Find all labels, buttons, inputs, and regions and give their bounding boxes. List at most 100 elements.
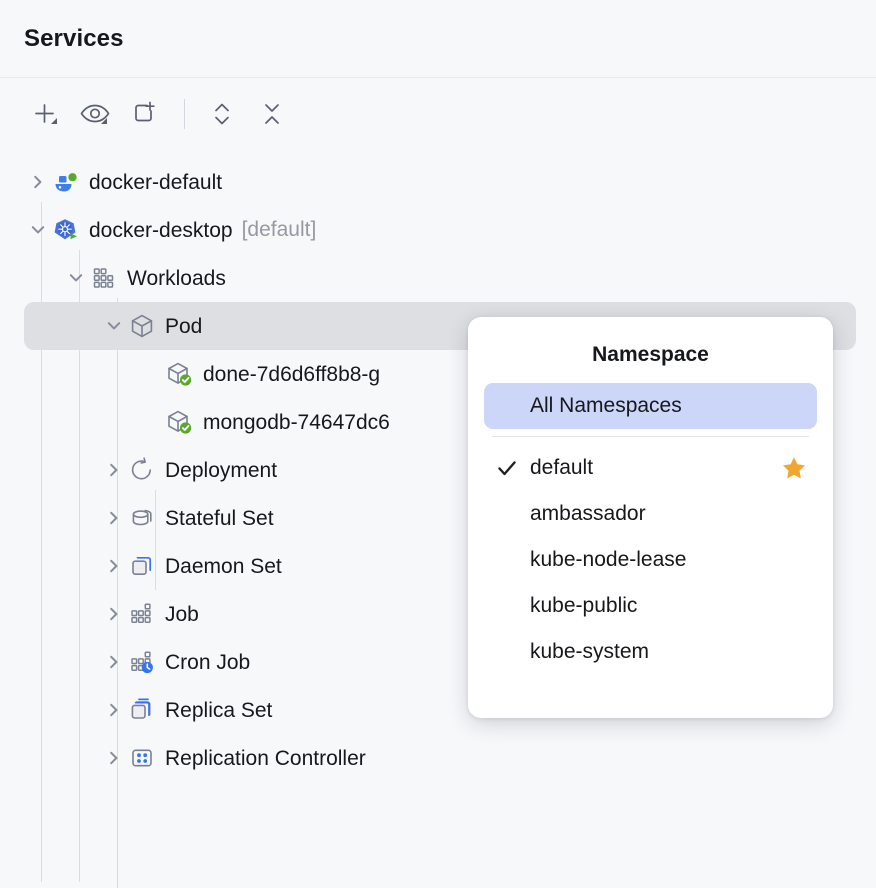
tree-row[interactable]: docker-desktop [default] [0,206,876,254]
chevron-right-icon [34,175,42,189]
namespace-menu-item[interactable]: ambassador [484,491,817,537]
toolbar-separator [184,99,185,129]
replication-controller-icon [128,744,156,772]
indent-guide [41,202,42,882]
tree-row[interactable]: docker-default [0,158,876,206]
namespace-menu-item[interactable]: kube-public [484,583,817,629]
tree-row-label: Stateful Set [165,506,274,530]
chevron-right-icon [110,703,118,717]
tree-row-label: done-7d6d6ff8b8-g [203,362,381,386]
pod-running-icon [166,360,194,388]
tree-twisty [138,398,166,446]
tree-row-label: docker-default [89,170,223,194]
chevron-down-icon [69,274,83,282]
chevron-right-icon [110,511,118,525]
tree-row-label: mongodb-74647dc6 [203,410,390,434]
collapse-all-icon [265,104,279,124]
deployment-icon [128,456,156,484]
tree-twisty[interactable] [62,254,90,302]
tree-row-label: Deployment [165,458,278,482]
tree-twisty[interactable] [100,542,128,590]
tree-row-label: Daemon Set [165,554,282,578]
replica-set-icon [128,696,156,724]
namespace-menu-item[interactable]: kube-node-lease [484,537,817,583]
tree-row[interactable]: Job [0,590,876,638]
indent-guide [155,490,156,590]
tree-twisty[interactable] [100,302,128,350]
menu-item-label: default [530,456,594,479]
panel-header: Services [0,0,876,78]
add-tab-icon [135,101,155,122]
namespace-menu-item[interactable]: default [484,445,817,491]
cron-job-icon [128,648,156,676]
tree-row[interactable]: done-7d6d6ff8b8-g [0,350,876,398]
namespace-menu-item[interactable]: All Namespaces [484,383,817,429]
tree-twisty[interactable] [100,638,128,686]
tree-row-label: Replica Set [165,698,273,722]
menu-separator [492,436,809,437]
tree-row[interactable]: mongodb-74647dc6 [0,398,876,446]
tree-row-label: Pod [165,314,203,338]
chevron-right-icon [110,751,118,765]
tree-twisty[interactable] [100,734,128,782]
menu-item-star[interactable] [771,455,817,481]
popup-title: Namespace [592,343,709,366]
tree-row[interactable]: Deployment [0,446,876,494]
toolbar [0,78,876,150]
new-tab-button[interactable] [122,91,168,137]
page-title: Services [24,24,124,52]
chevron-right-icon [110,607,118,621]
plus-icon [35,104,57,124]
docker-icon [52,168,80,196]
chevron-right-icon [110,463,118,477]
tree-row[interactable]: Replication Controller [0,734,876,782]
chevron-right-icon [110,559,118,573]
tree-twisty[interactable] [24,158,52,206]
tree-twisty [138,350,166,398]
show-hide-button[interactable] [72,91,118,137]
add-service-button[interactable] [22,91,68,137]
check-icon [498,461,516,476]
menu-item-label: ambassador [530,502,646,525]
chevron-right-icon [110,655,118,669]
tree-row-label: Job [165,602,199,626]
chevron-up-down-icon [215,103,229,125]
menu-item-label: All Namespaces [530,394,682,417]
tree-row-label: docker-desktop [89,218,233,242]
tree-row-suffix: [default] [241,218,317,241]
menu-item-check [484,456,530,480]
daemon-set-icon [128,552,156,580]
job-icon [128,600,156,628]
star-icon[interactable] [781,455,807,481]
menu-item-label: kube-system [530,640,650,663]
menu-item-label: kube-node-lease [530,548,687,571]
collapse-all-button[interactable] [249,91,295,137]
tree-row[interactable]: Daemon Set [0,542,876,590]
chevron-down-icon [107,322,121,330]
eye-icon [80,104,110,124]
tree-row[interactable]: Cron Job [0,638,876,686]
namespace-popup[interactable]: Namespace All Namespaces default ambassado… [468,317,833,718]
menu-item-label: kube-public [530,594,638,617]
tree-row[interactable]: Stateful Set [0,494,876,542]
tree-row-label: Replication Controller [165,746,366,770]
tree-twisty[interactable] [100,686,128,734]
tree-twisty[interactable] [100,446,128,494]
tree-row[interactable]: Workloads [0,254,876,302]
pod-running-icon [166,408,194,436]
workloads-icon [90,264,118,292]
chevron-down-icon [31,226,45,234]
kubernetes-icon [52,216,80,244]
tree-twisty[interactable] [100,494,128,542]
tree-row[interactable]: Replica Set [0,686,876,734]
stateful-set-icon [128,504,156,532]
pod-icon [128,312,156,340]
tree-row-label: Workloads [127,266,226,290]
tree-twisty[interactable] [100,590,128,638]
namespace-menu-item[interactable]: kube-system [484,629,817,675]
expand-collapse-button[interactable] [199,91,245,137]
tree-row-label: Cron Job [165,650,251,674]
indent-guide [79,250,80,882]
tree-twisty[interactable] [24,206,52,254]
indent-guide [117,298,118,888]
